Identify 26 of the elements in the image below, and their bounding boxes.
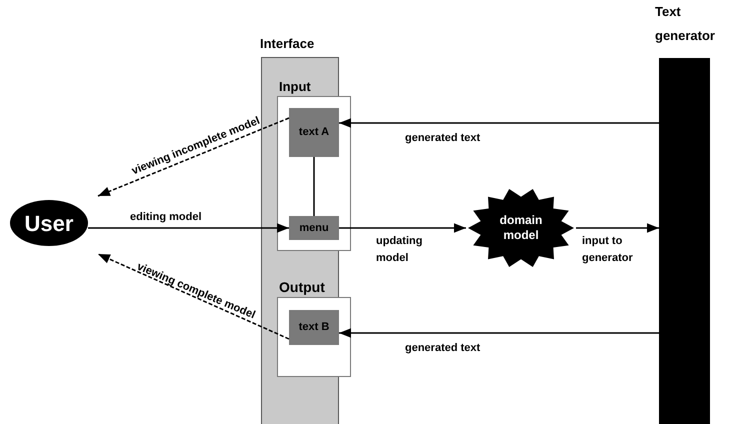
panel-heading: Output (279, 278, 325, 297)
arrow (339, 223, 466, 233)
arrow (98, 117, 290, 197)
arrow (339, 118, 659, 128)
panel-heading: Interface (260, 35, 314, 53)
arrow (576, 223, 659, 233)
edge-label: editing model (130, 210, 202, 225)
starburst-shape (468, 188, 574, 268)
arrow (339, 328, 659, 338)
text-box (289, 310, 339, 345)
panel-heading: Text generator (655, 3, 716, 45)
connector-line (313, 157, 315, 216)
text-box (289, 108, 339, 157)
edge-label: updating model (376, 234, 424, 266)
panel-heading: Input (279, 78, 311, 96)
node-label: text A (298, 126, 330, 140)
arrow (88, 223, 289, 233)
node-label: User (24, 210, 74, 238)
arrow (98, 253, 290, 340)
node-label: text B (298, 320, 330, 334)
shape-label: domain model (498, 213, 544, 243)
edge-label: generated text (405, 131, 482, 146)
edge-label: input to generator (582, 234, 634, 266)
edge-label: generated text (405, 341, 482, 356)
menu-box (289, 216, 339, 240)
node-label: menu (299, 220, 329, 236)
